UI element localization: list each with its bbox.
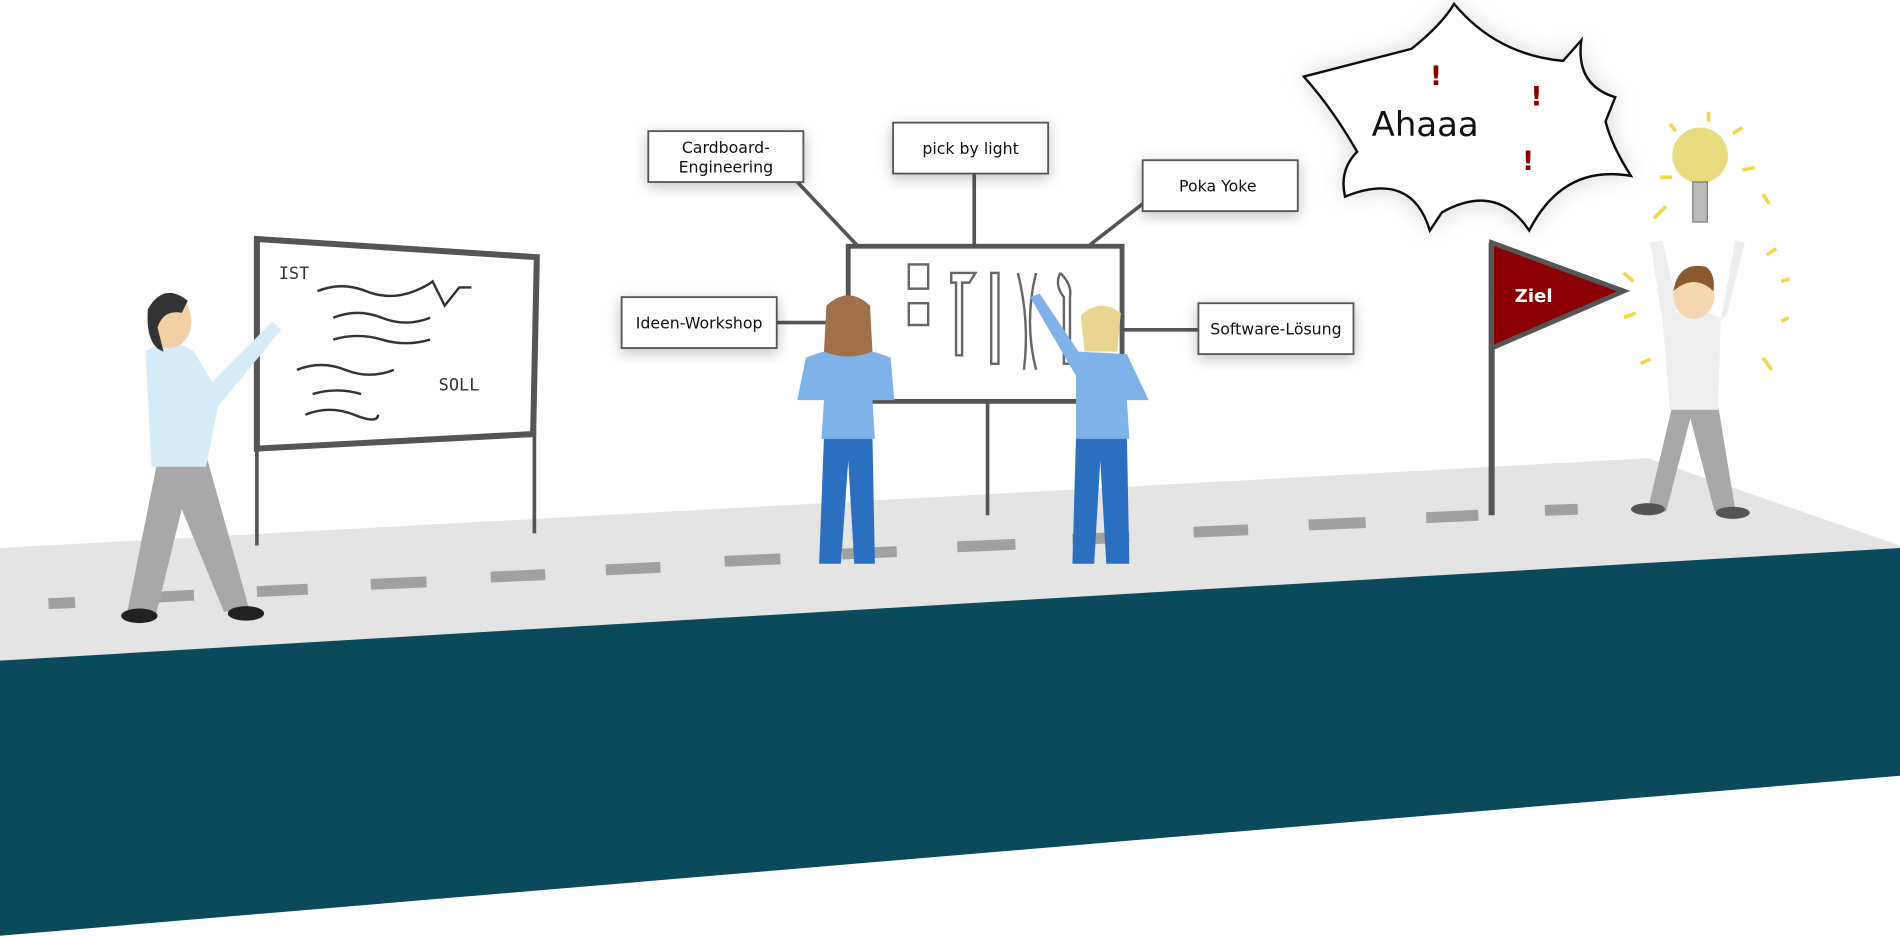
soll-label: SOLL (439, 374, 480, 394)
road-surface (0, 458, 1900, 661)
person-presenter (121, 292, 282, 624)
label-ideen-workshop: Ideen-Workshop (620, 296, 778, 349)
exclamation-icon: ! (1430, 61, 1442, 92)
ist-label: IST (279, 263, 310, 283)
road-side (0, 547, 1900, 936)
speech-bubble: Ahaaa ! ! ! (1301, 1, 1634, 234)
svg-text:Ideen-Workshop: Ideen-Workshop (636, 314, 763, 333)
ist-soll-whiteboard: IST SOLL (253, 235, 540, 546)
exclamation-icon: ! (1530, 82, 1542, 113)
svg-text:Poka Yoke: Poka Yoke (1179, 177, 1257, 196)
svg-text:Cardboard-: Cardboard- (682, 138, 770, 157)
label-pick-by-light: pick by light (892, 121, 1050, 175)
person-man-blond (1029, 293, 1149, 564)
exclamation-icon: ! (1522, 146, 1534, 177)
lightbulb-icon (1622, 111, 1791, 371)
tools-icon (907, 263, 1072, 371)
label-cardboard-engineering: Cardboard- Engineering (647, 130, 805, 183)
svg-text:Software-Lösung: Software-Lösung (1210, 320, 1341, 339)
goal-flag: Ziel (1488, 239, 1631, 516)
label-software-loesung: Software-Lösung (1197, 302, 1355, 356)
ahaaa-text: Ahaaa (1372, 105, 1479, 144)
svg-text:pick by light: pick by light (922, 139, 1018, 158)
road-dashes (48, 503, 1578, 610)
road (0, 458, 1900, 936)
svg-text:Engineering: Engineering (679, 157, 774, 176)
ziel-text: Ziel (1515, 286, 1553, 307)
person-celebrating (1630, 240, 1750, 519)
person-woman (797, 295, 895, 564)
label-poka-yoke: Poka Yoke (1141, 159, 1299, 213)
